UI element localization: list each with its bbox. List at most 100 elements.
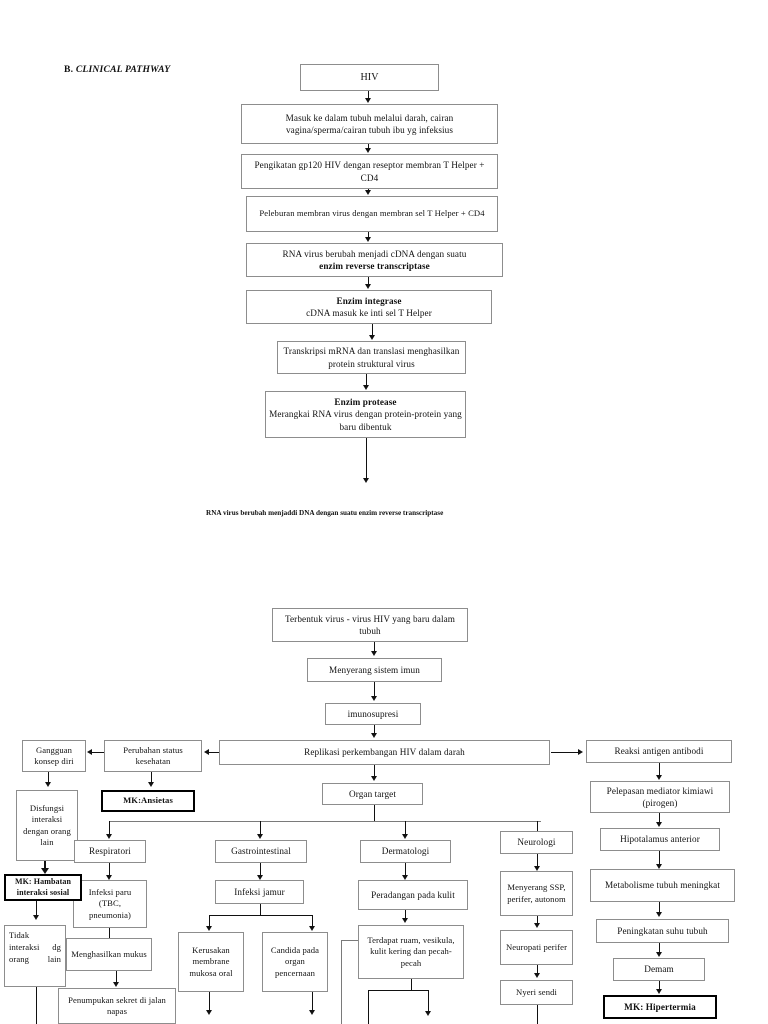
connector-line bbox=[368, 990, 370, 1024]
connector-line bbox=[260, 904, 262, 915]
connector-line bbox=[659, 943, 661, 955]
connector-line bbox=[109, 863, 111, 876]
flow-box-text: Infeksi paru (TBC, pneumonia) bbox=[88, 886, 132, 920]
connector-line bbox=[405, 910, 407, 920]
flow-box-kerusakan-mukosa-oral: Kerusakan membrane mukosa oral bbox=[178, 932, 244, 992]
connector-line bbox=[109, 928, 111, 938]
arrowhead-down-icon bbox=[364, 98, 371, 103]
arrowhead-down-icon bbox=[112, 982, 119, 987]
arrowhead-down-icon bbox=[364, 148, 371, 153]
diagnosis-text: MK: Hambatan interaksi sosial bbox=[14, 877, 72, 897]
connector-line bbox=[537, 854, 539, 867]
section-label: B. bbox=[64, 64, 74, 75]
connector-line bbox=[374, 725, 376, 734]
connector-line bbox=[109, 821, 111, 836]
connector-line bbox=[36, 987, 38, 1024]
arrowhead-down-icon bbox=[362, 478, 369, 483]
arrowhead-down-icon bbox=[533, 866, 540, 871]
flow-box-protease: Enzim protease Merangkai RNA virus denga… bbox=[265, 391, 466, 438]
column-header-dermatologi: Dermatologi bbox=[360, 840, 451, 863]
connector-line bbox=[209, 915, 211, 927]
flow-box-text: Dermatologi bbox=[381, 846, 430, 857]
arrowhead-down-icon bbox=[655, 775, 662, 780]
flow-box-demam: Demam bbox=[613, 958, 705, 981]
arrowhead-down-icon bbox=[370, 776, 377, 781]
flow-box-nyeri-sendi: Nyeri sendi bbox=[500, 980, 573, 1005]
flow-box-text: Enzim protease Merangkai RNA virus denga… bbox=[269, 396, 462, 434]
flow-box-text: Pengikatan gp120 HIV dengan reseptor mem… bbox=[254, 160, 485, 183]
arrowhead-down-icon bbox=[308, 1010, 315, 1015]
arrowhead-down-icon bbox=[655, 822, 662, 827]
connector-bus bbox=[368, 990, 429, 992]
arrowhead-down-icon bbox=[308, 926, 315, 931]
connector-line bbox=[312, 992, 314, 1012]
flow-box-perubahan-status: Perubahan status kesehatan bbox=[104, 740, 202, 772]
flow-box-hipotalamus-anterior: Hipotalamus anterior bbox=[600, 828, 720, 851]
connector-line bbox=[537, 916, 539, 925]
arrowhead-down-icon bbox=[368, 335, 375, 340]
flow-box-peleburan: Peleburan membran virus dengan membran s… bbox=[246, 196, 498, 232]
flow-box-text: Metabolisme tubuh meningkat bbox=[605, 880, 720, 891]
flow-box-text: HIV bbox=[360, 71, 379, 83]
arrowhead-down-icon bbox=[655, 864, 662, 869]
connector-line bbox=[368, 144, 370, 149]
flow-box-neuropati-perifer: Neuropati perifer bbox=[500, 930, 573, 965]
connector-line bbox=[312, 915, 314, 927]
flow-box-candida: Candida pada organ pencernaan bbox=[262, 932, 328, 992]
arrowhead-right-icon bbox=[578, 748, 583, 755]
arrowhead-down-icon bbox=[370, 651, 377, 656]
connector-line bbox=[405, 863, 407, 876]
page-title: B. CLINICAL PATHWAY bbox=[64, 64, 170, 75]
flow-box-text: Peradangan pada kulit bbox=[371, 889, 455, 900]
flow-box-metabolisme-meningkat: Metabolisme tubuh meningkat bbox=[590, 869, 735, 902]
connector-line bbox=[659, 981, 661, 992]
flow-box-text: Neuropati perifer bbox=[505, 941, 568, 952]
connector-bus bbox=[209, 915, 313, 917]
arrowhead-down-icon bbox=[364, 190, 371, 195]
arrowhead-down-icon bbox=[655, 912, 662, 917]
flow-box-text: Candida pada organ pencernaan bbox=[270, 944, 320, 978]
arrowhead-down-icon bbox=[205, 1010, 212, 1015]
flow-box-pengikatan: Pengikatan gp120 HIV dengan reseptor mem… bbox=[241, 154, 498, 189]
arrowhead-down-icon bbox=[370, 733, 377, 738]
connector-line bbox=[659, 851, 661, 866]
connector-line bbox=[537, 965, 539, 975]
flow-box-hiv: HIV bbox=[300, 64, 439, 91]
flow-box-text: Reaksi antigen antibodi bbox=[614, 746, 704, 757]
connector-line bbox=[411, 979, 413, 990]
flow-box-line: Merangkai RNA virus dengan protein-prote… bbox=[269, 409, 462, 432]
flow-box-text: Hipotalamus anterior bbox=[620, 834, 700, 845]
connector-line bbox=[366, 438, 368, 480]
arrowhead-down-icon bbox=[424, 1011, 431, 1016]
connector-bus bbox=[109, 821, 541, 823]
flow-box-infeksi-paru: Infeksi paru (TBC, pneumonia) bbox=[73, 880, 147, 928]
flow-box-peradangan-kulit: Peradangan pada kulit bbox=[358, 880, 468, 910]
flow-box-text: RNA virus berubah menjadi cDNA dengan su… bbox=[283, 248, 467, 273]
flow-box-text: Terbentuk virus - virus HIV yang baru da… bbox=[284, 613, 456, 637]
flow-box-gangguan-konsep-diri: Gangguan konsep diri bbox=[22, 740, 86, 772]
arrowhead-down-icon bbox=[364, 237, 371, 242]
connector-line bbox=[374, 765, 376, 777]
arrowhead-down-icon bbox=[370, 696, 377, 701]
arrowhead-down-icon bbox=[655, 989, 662, 994]
flow-box-menyerang-sistem-imun: Menyerang sistem imun bbox=[307, 658, 442, 682]
flow-box-text: Disfungsi interaksi dengan orang lain bbox=[23, 802, 71, 848]
flow-box-transkripsi: Transkripsi mRNA dan translasi menghasil… bbox=[277, 341, 466, 374]
flow-box-text: Gastrointestinal bbox=[231, 846, 291, 857]
connector-line bbox=[659, 902, 661, 914]
connector-line bbox=[260, 863, 262, 876]
connector-line bbox=[116, 971, 118, 983]
connector-line bbox=[368, 91, 370, 99]
flow-box-bold-line: Enzim integrase bbox=[336, 295, 402, 306]
column-header-neurologi: Neurologi bbox=[500, 831, 573, 854]
flow-box-text: Demam bbox=[644, 964, 674, 975]
flow-box-reaksi-antigen-antibodi: Reaksi antigen antibodi bbox=[586, 740, 732, 763]
flow-box-text: Gangguan konsep diri bbox=[34, 744, 74, 767]
connector-line bbox=[151, 772, 153, 784]
flow-box-text: Nyeri sendi bbox=[516, 986, 557, 997]
flow-box-terbentuk: Terbentuk virus - virus HIV yang baru da… bbox=[272, 608, 468, 642]
connector-line bbox=[374, 805, 376, 821]
connector-line bbox=[428, 990, 430, 1013]
flow-box-text: Neurologi bbox=[517, 837, 556, 848]
diagnosis-box-ansietas: MK:Ansietas bbox=[101, 790, 195, 812]
